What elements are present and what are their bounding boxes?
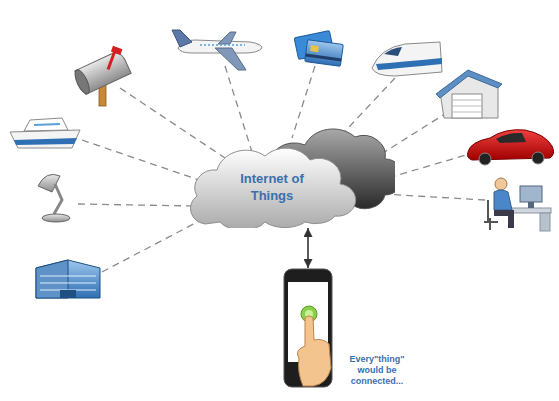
- office-worker-icon: [484, 178, 551, 231]
- card-chip: [310, 45, 319, 52]
- phone-shape: [283, 268, 333, 388]
- airplane-windows: [200, 44, 245, 46]
- mailbox-flag: [111, 46, 122, 55]
- phone-caption: Every"thing" would be connected...: [345, 354, 409, 387]
- ship-icon: [10, 118, 80, 148]
- desk-drawer: [540, 213, 550, 231]
- airplane-tail: [172, 30, 192, 47]
- train-window: [384, 47, 402, 56]
- car-window: [496, 133, 526, 143]
- hand: [297, 316, 331, 386]
- airplane-icon: [172, 30, 262, 70]
- ship-windows: [34, 124, 60, 125]
- car-wheel: [479, 153, 491, 165]
- garage-icon: [436, 70, 502, 118]
- phone-body: [284, 269, 332, 387]
- cloud-label: Internet of Things: [238, 170, 306, 204]
- person-legs: [494, 210, 514, 228]
- ship-hull: [10, 130, 80, 148]
- lamp-base: [42, 214, 70, 222]
- person-body: [494, 190, 512, 210]
- cloud-node: Internet of Things: [185, 128, 395, 228]
- train-icon: [372, 42, 442, 76]
- dashed-link: [375, 112, 448, 158]
- monitor-stand: [528, 202, 534, 208]
- ship-deck: [24, 118, 68, 131]
- garage-door-line: [452, 112, 482, 113]
- monitor: [520, 186, 542, 202]
- dashed-link: [78, 204, 195, 206]
- lamp-icon: [38, 174, 70, 222]
- card: [305, 40, 344, 67]
- car-wheel: [532, 152, 544, 164]
- ship-stripe: [14, 138, 77, 145]
- airplane-wing: [215, 48, 246, 70]
- cards-icon: [294, 30, 343, 66]
- building-facade: [36, 260, 100, 298]
- dashed-link: [82, 140, 205, 182]
- person-head: [495, 178, 507, 190]
- train-stripe: [376, 58, 442, 70]
- double-arrow: [307, 228, 309, 268]
- mailbox-icon: [72, 46, 131, 106]
- dashed-link: [388, 152, 476, 178]
- airplane-wing: [218, 32, 236, 44]
- dashed-links: [78, 66, 485, 272]
- building-icon: [36, 260, 100, 298]
- dashed-link: [102, 218, 205, 272]
- chair: [484, 200, 498, 230]
- building-windows: [40, 276, 96, 290]
- building-door: [60, 290, 76, 298]
- garage-door-line: [452, 100, 482, 101]
- garage-door-line: [452, 106, 482, 107]
- card-stripe: [305, 53, 341, 61]
- light-cloud: [191, 148, 356, 228]
- train-body: [372, 42, 442, 76]
- dashed-link: [120, 88, 225, 158]
- car-icon: [468, 130, 554, 165]
- dashed-link: [292, 66, 315, 138]
- dashed-link: [225, 66, 252, 152]
- phone-node: Every"thing" would be connected...: [283, 268, 333, 388]
- lamp-arm: [54, 184, 62, 214]
- garage-door: [452, 94, 482, 118]
- mailbox-door: [72, 68, 92, 96]
- dashed-link: [382, 194, 485, 200]
